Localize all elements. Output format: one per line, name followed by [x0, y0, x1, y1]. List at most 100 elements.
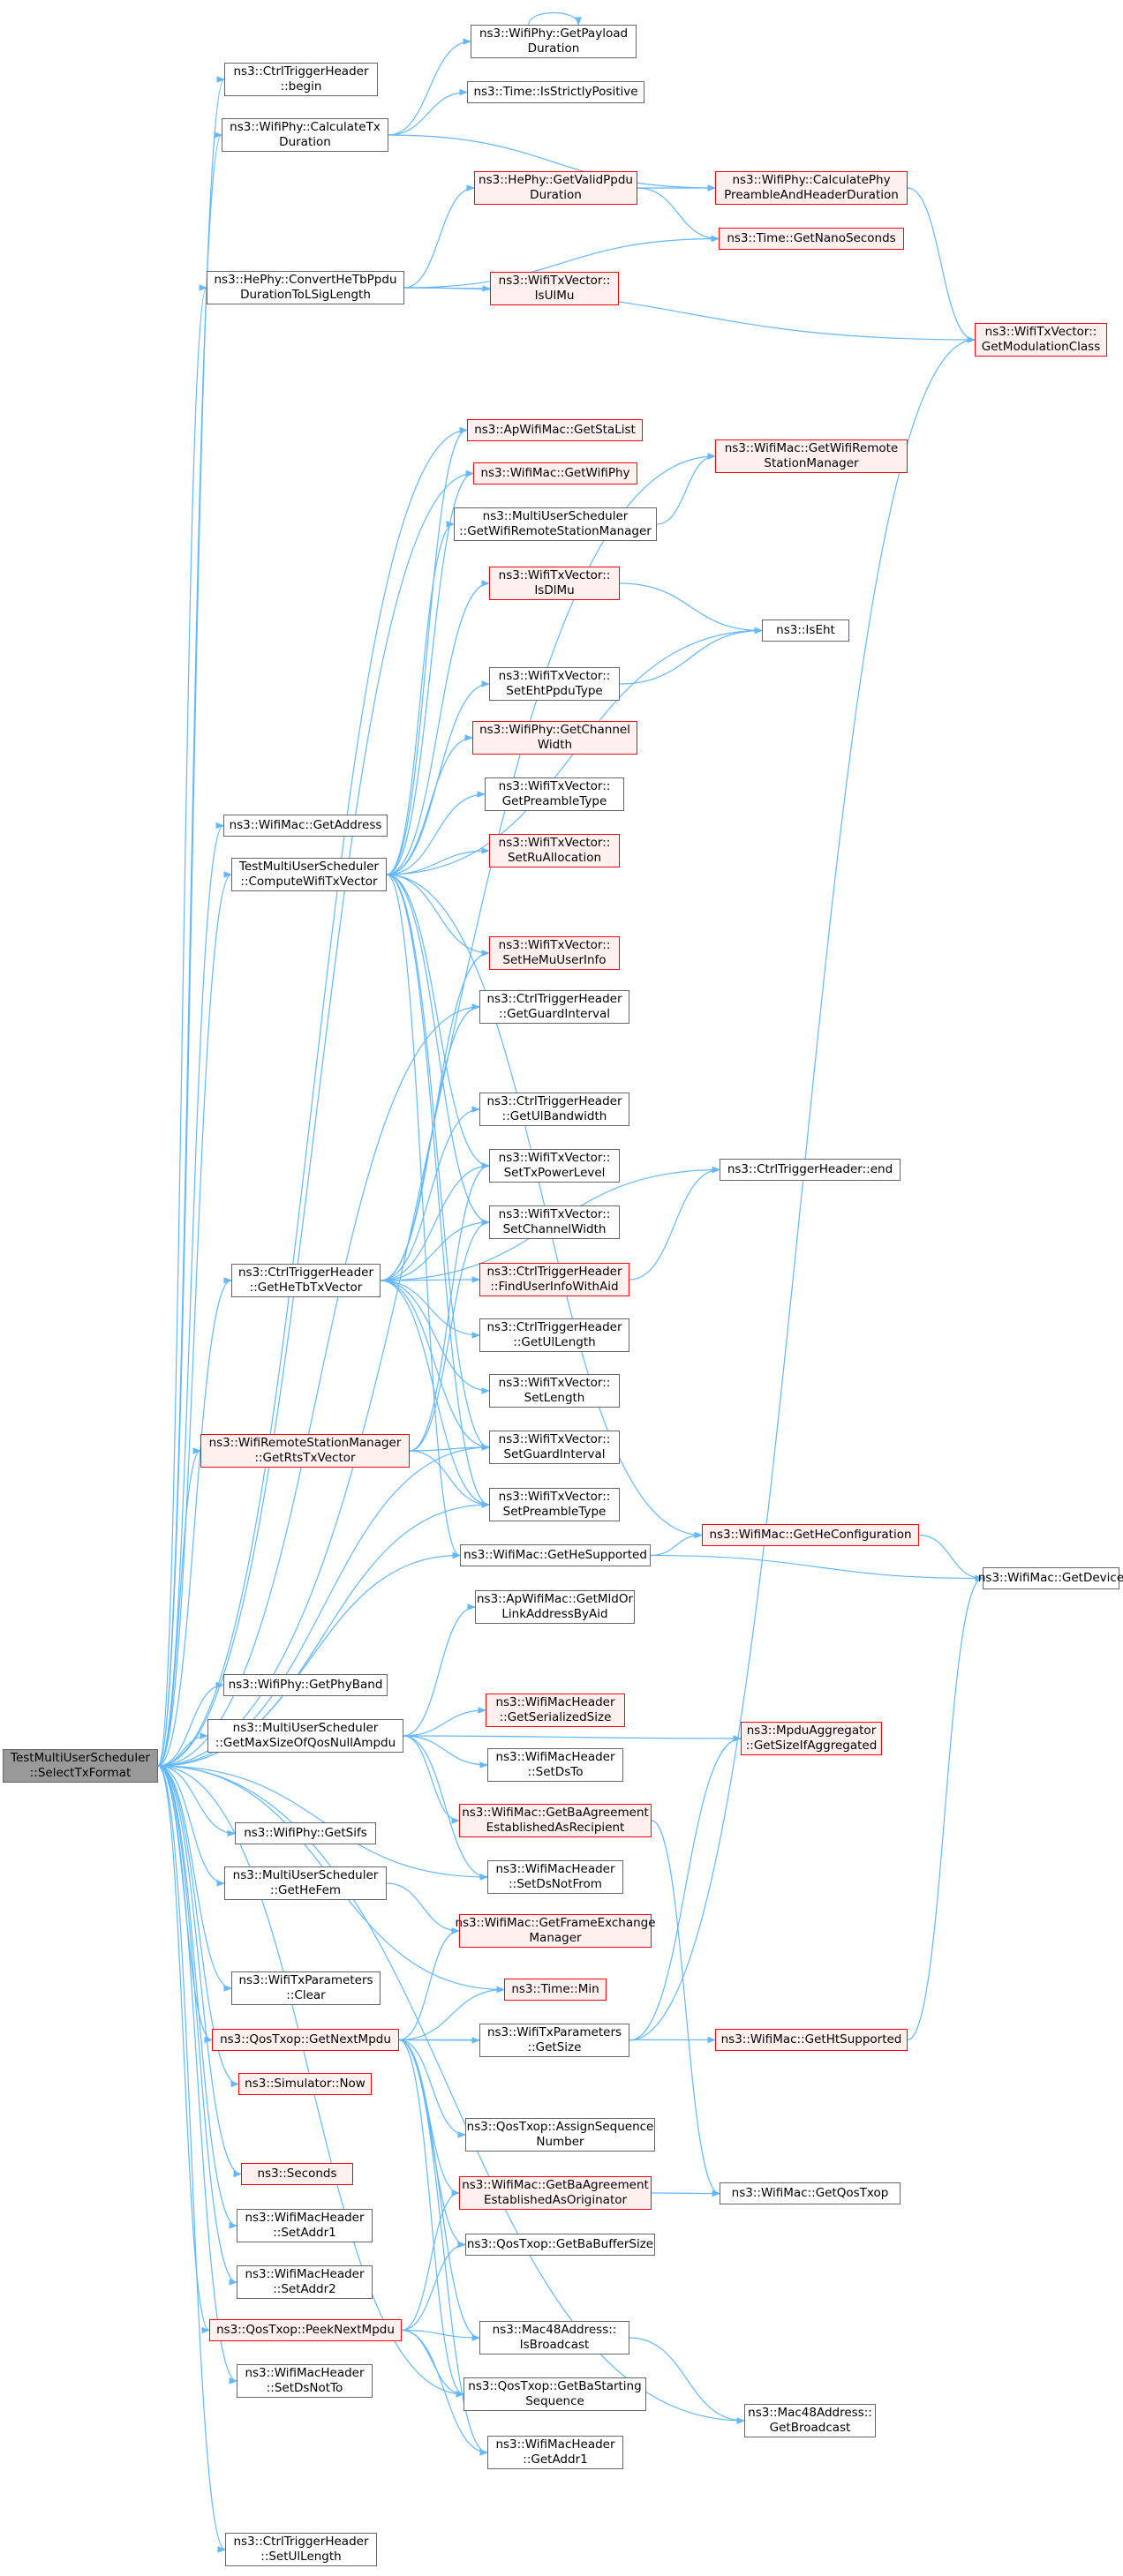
edge-hephy_convert-to-hephy_get_valid_ppdu [403, 184, 475, 289]
node-wifiphy-get-phy-band[interactable]: ns3::WifiPhy::GetPhyBand [223, 1674, 388, 1696]
node-ctrl-get-guard-interval[interactable]: ns3::CtrlTriggerHeader::GetGuardInterval [479, 990, 629, 1024]
node-qostxop-get-next-mpdu[interactable]: ns3::QosTxop::GetNextMpdu [212, 2029, 399, 2051]
node-ctrl-end[interactable]: ns3::CtrlTriggerHeader::end [720, 1159, 901, 1181]
edge-compute_wifi_txvector-to-txvector_get_preamble [386, 791, 486, 875]
node-txvector-set-tx-power[interactable]: ns3::WifiTxVector::SetTxPowerLevel [489, 1149, 620, 1183]
node-machdr-get-addr1[interactable]: ns3::WifiMacHeader::GetAddr1 [487, 2436, 623, 2469]
node-ctrl-get-ul-bandwidth[interactable]: ns3::CtrlTriggerHeader::GetUlBandwidth [479, 1093, 629, 1126]
node-time-strictly-positive[interactable]: ns3::Time::IsStrictlyPositive [467, 81, 644, 103]
node-mus-get-max-size-qosnull[interactable]: ns3::MultiUserScheduler::GetMaxSizeOfQos… [207, 1719, 403, 1753]
node-ctrl-find-user-info[interactable]: ns3::CtrlTriggerHeader::FindUserInfoWith… [479, 1263, 629, 1296]
node-ctrl-begin[interactable]: ns3::CtrlTriggerHeader::begin [224, 63, 378, 96]
edge-compute_wifi_txvector-to-txvector_set_preamble [386, 874, 490, 1508]
node-mac48-get-broadcast[interactable]: ns3::Mac48Address::GetBroadcast [744, 2404, 876, 2437]
edge-root-to-machdr_set_addr2 [157, 1765, 237, 2286]
edge-rsm_get_rts_txvector-to-txvector_set_channel_width [409, 1219, 490, 1452]
edge-compute_wifi_txvector-to-txvector_is_dlmu [386, 580, 490, 875]
node-wifiphy-get-sifs[interactable]: ns3::WifiPhy::GetSifs [235, 1822, 376, 1844]
edge-root-to-machdr_set_ds_not_to [157, 1765, 237, 2384]
node-wifimac-get-address[interactable]: ns3::WifiMac::GetAddress [223, 815, 388, 837]
node-ctrl-get-hetb-txvector[interactable]: ns3::CtrlTriggerHeader::GetHeTbTxVector [231, 1264, 381, 1297]
edge-get_payload_duration-to-get_payload_duration [528, 11, 583, 26]
node-txvector-set-length[interactable]: ns3::WifiTxVector::SetLength [489, 1374, 620, 1408]
edge-wifimac_get_ba_originator-to-wifimac_get_qos_txop [651, 2189, 720, 2197]
node-qostxop-get-ba-buffer[interactable]: ns3::QosTxop::GetBaBufferSize [465, 2234, 655, 2256]
edge-root-to-txparams_clear [157, 1765, 232, 1992]
edge-ctrl_get_hetb_txvector-to-ctrl_get_guard_interval [380, 1003, 480, 1281]
edge-compute_wifi_txvector-to-wifimac_get_he_config [386, 874, 703, 1539]
node-txvector-set-ru-alloc[interactable]: ns3::WifiTxVector::SetRuAllocation [489, 834, 620, 867]
edge-rsm_get_rts_txvector-to-txvector_set_guard_interval [409, 1444, 490, 1452]
node-mus-get-he-fem[interactable]: ns3::MultiUserScheduler::GetHeFem [224, 1866, 387, 1900]
edge-ctrl_get_hetb_txvector-to-txvector_set_preamble [380, 1280, 490, 1508]
node-time-get-nanoseconds[interactable]: ns3::Time::GetNanoSeconds [719, 228, 904, 250]
node-ctrl-set-ul-length[interactable]: ns3::CtrlTriggerHeader::SetUlLength [225, 2533, 377, 2566]
node-wifimac-get-wifi-phy[interactable]: ns3::WifiMac::GetWifiPhy [473, 462, 637, 484]
node-machdr-set-addr1[interactable]: ns3::WifiMacHeader::SetAddr1 [237, 2209, 373, 2242]
node-txvector-set-eht-ppdu[interactable]: ns3::WifiTxVector::SetEhtPpduType [489, 667, 620, 701]
node-root[interactable]: TestMultiUserScheduler::SelectTxFormat [3, 1749, 158, 1783]
edge-compute_wifi_txvector-to-txvector_set_tx_power [386, 874, 490, 1169]
node-txvector-set-preamble[interactable]: ns3::WifiTxVector::SetPreambleType [489, 1488, 620, 1521]
node-wifimac-get-he-supported[interactable]: ns3::WifiMac::GetHeSupported [460, 1544, 651, 1566]
node-qostxop-peek-next-mpdu[interactable]: ns3::QosTxop::PeekNextMpdu [209, 2319, 402, 2341]
node-txvector-get-modclass[interactable]: ns3::WifiTxVector::GetModulationClass [975, 323, 1107, 357]
node-simulator-now[interactable]: ns3::Simulator::Now [238, 2073, 372, 2095]
edge-txvector_is_dlmu-to-is_eht [619, 582, 763, 635]
node-txvector-is-ulmu[interactable]: ns3::WifiTxVector::IsUlMu [490, 272, 619, 305]
edge-root-to-calc_tx_duration [157, 131, 222, 1767]
node-seconds[interactable]: ns3::Seconds [241, 2163, 353, 2185]
node-rsm-get-rts-txvector[interactable]: ns3::WifiRemoteStationManager::GetRtsTxV… [200, 1434, 410, 1468]
edge-ctrl_get_hetb_txvector-to-txvector_set_length [380, 1280, 490, 1394]
edge-mus_get_max_size_qosnull-to-mpdu_agg_get_size [403, 1735, 742, 1742]
node-ctrl-get-ul-length[interactable]: ns3::CtrlTriggerHeader::GetUlLength [479, 1318, 629, 1352]
node-compute-wifi-txvector[interactable]: TestMultiUserScheduler::ComputeWifiTxVec… [231, 858, 387, 891]
node-mus-get-remote-sm[interactable]: ns3::MultiUserScheduler::GetWifiRemoteSt… [454, 507, 657, 541]
node-wifimac-get-qos-txop[interactable]: ns3::WifiMac::GetQosTxop [720, 2182, 901, 2204]
node-txvector-set-guard-interval[interactable]: ns3::WifiTxVector::SetGuardInterval [489, 1431, 620, 1464]
edge-rsm_get_rts_txvector-to-txvector_set_tx_power [409, 1162, 490, 1452]
edge-root-to-ctrl_begin [157, 76, 225, 1767]
edge-qostxop_get_next_mpdu-to-machdr_get_addr1 [398, 2039, 488, 2456]
edge-qostxop_peek_next_mpdu-to-wifimac_get_ba_originator [401, 2189, 460, 2332]
node-machdr-get-serialized-size[interactable]: ns3::WifiMacHeader::GetSerializedSize [486, 1694, 625, 1727]
node-machdr-set-ds-from[interactable]: ns3::WifiMacHeader::SetDsNotFrom [487, 1860, 623, 1894]
node-txvector-set-hemu-user[interactable]: ns3::WifiTxVector::SetHeMuUserInfo [489, 936, 620, 970]
edge-hephy_get_valid_ppdu-to-time_get_nanoseconds [637, 187, 720, 243]
node-wifimac-get-ht-supported[interactable]: ns3::WifiMac::GetHtSupported [715, 2029, 908, 2051]
node-txvector-is-dlmu[interactable]: ns3::WifiTxVector::IsDlMu [489, 567, 620, 600]
node-txvector-set-channel-width[interactable]: ns3::WifiTxVector::SetChannelWidth [489, 1205, 620, 1239]
edge-root-to-seconds [157, 1765, 242, 2178]
node-is-eht[interactable]: ns3::IsEht [762, 620, 849, 642]
node-txparams-get-size[interactable]: ns3::WifiTxParameters::GetSize [479, 2024, 629, 2057]
node-machdr-set-addr2[interactable]: ns3::WifiMacHeader::SetAddr2 [237, 2265, 373, 2299]
node-time-min[interactable]: ns3::Time::Min [504, 1979, 607, 2001]
edge-root-to-rsm_get_rts_txvector [157, 1447, 201, 1767]
edge-calc_phy_preamble-to-txvector_get_modclass [907, 187, 976, 343]
node-txvector-get-preamble[interactable]: ns3::WifiTxVector::GetPreambleType [485, 777, 624, 811]
node-machdr-set-ds-not-to[interactable]: ns3::WifiMacHeader::SetDsNotTo [237, 2364, 373, 2398]
node-mpdu-agg-get-size[interactable]: ns3::MpduAggregator::GetSizeIfAggregated [741, 1722, 882, 1755]
node-wifimac-get-device[interactable]: ns3::WifiMac::GetDevice [978, 1567, 1123, 1589]
node-txparams-clear[interactable]: ns3::WifiTxParameters::Clear [231, 1971, 381, 2005]
edge-compute_wifi_txvector-to-apwifimac_get_sta_list [386, 426, 468, 875]
node-apwifimac-get-sta-list[interactable]: ns3::ApWifiMac::GetStaList [467, 419, 643, 441]
edge-root-to-mus_get_he_fem [157, 1765, 225, 1887]
node-mac48-is-broadcast[interactable]: ns3::Mac48Address::IsBroadcast [479, 2321, 629, 2354]
node-wifimac-get-he-config[interactable]: ns3::WifiMac::GetHeConfiguration [702, 1524, 919, 1546]
node-machdr-set-ds-to[interactable]: ns3::WifiMacHeader::SetDsTo [487, 1748, 623, 1782]
